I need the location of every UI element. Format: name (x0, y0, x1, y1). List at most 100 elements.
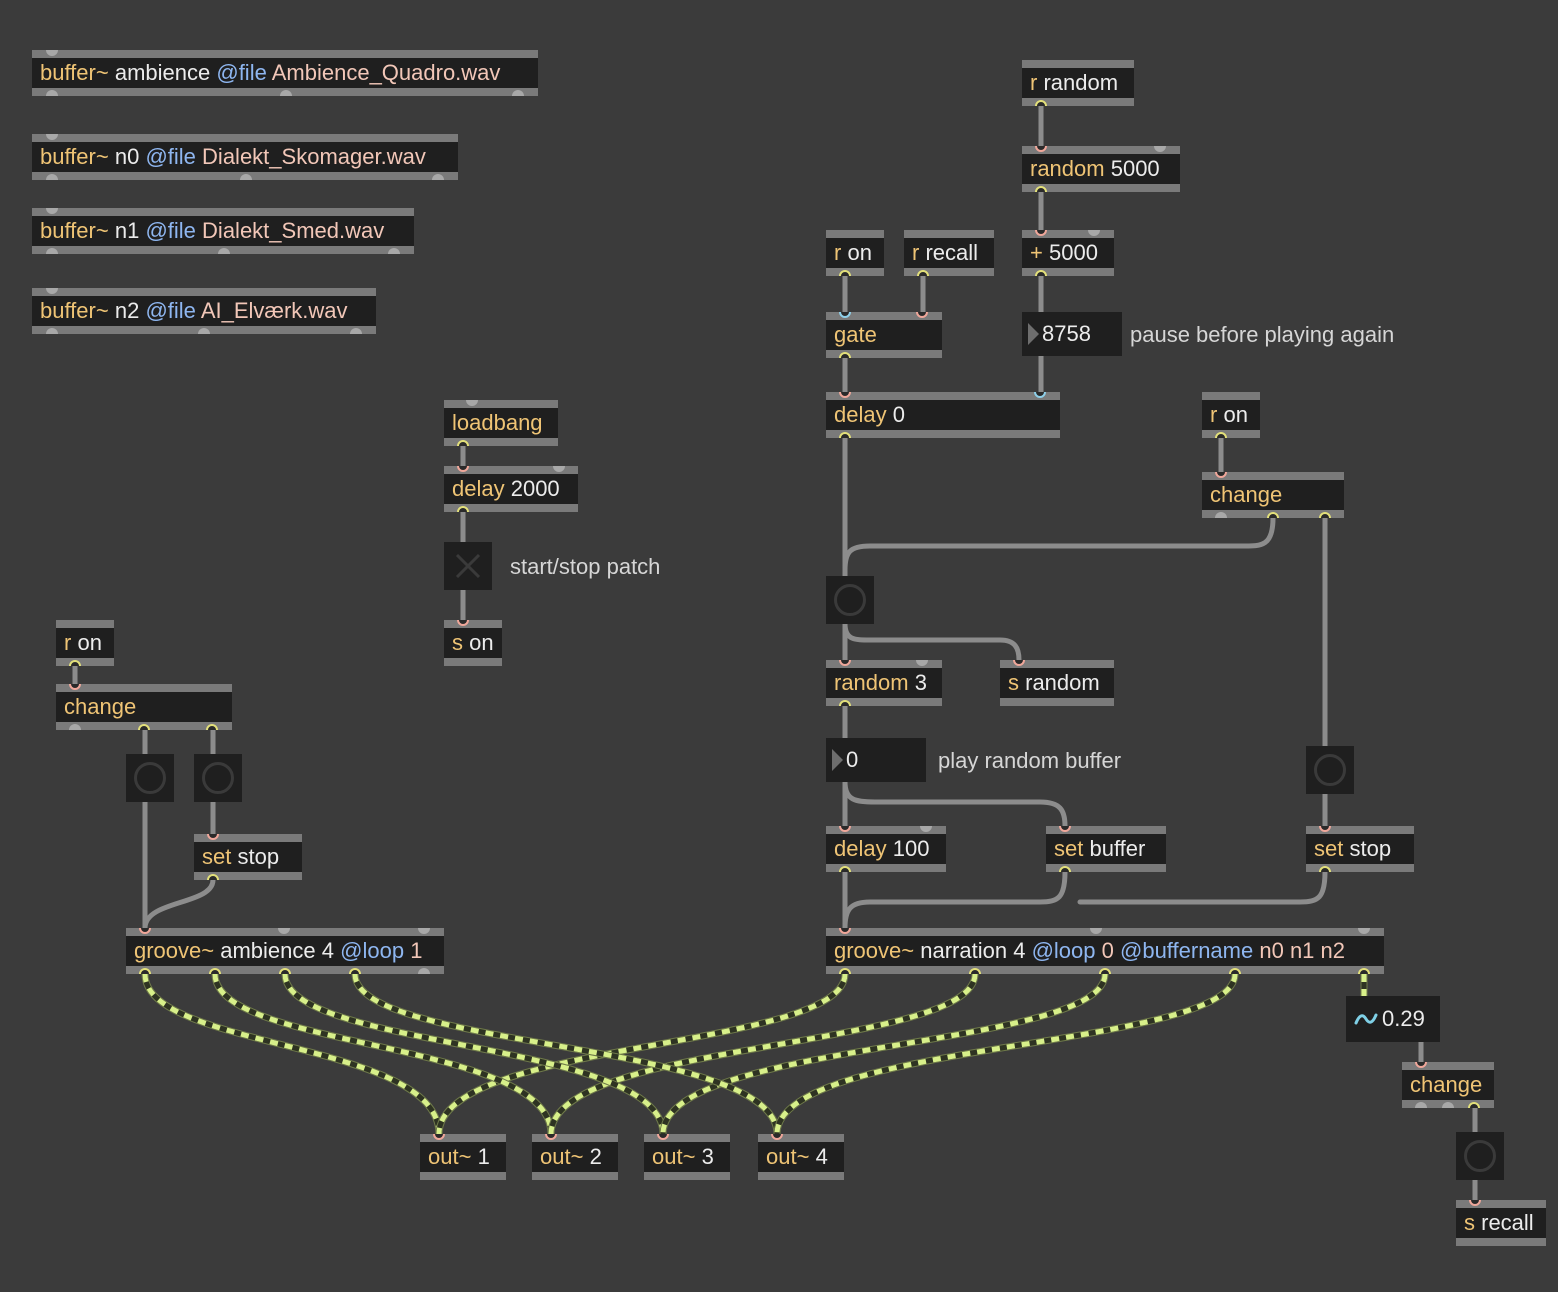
outlet[interactable] (46, 248, 58, 254)
delay-2000-object[interactable]: delay 2000 (444, 466, 578, 512)
inlet[interactable] (920, 826, 932, 832)
buffer-ambience-object[interactable]: buffer~ ambience @file Ambience_Quadro.w… (32, 50, 538, 96)
bang-button[interactable] (126, 754, 174, 802)
inlet[interactable] (771, 1134, 783, 1140)
inlet[interactable] (545, 1134, 557, 1140)
outlet[interactable] (206, 724, 218, 730)
bang-button[interactable] (194, 754, 242, 802)
out-2-object[interactable]: out~ 2 (532, 1134, 618, 1180)
outlet[interactable] (280, 90, 292, 96)
inlet[interactable] (1415, 1062, 1427, 1068)
inlet[interactable] (207, 834, 219, 840)
signal-outlet[interactable] (1358, 968, 1370, 974)
control-cord[interactable] (1077, 869, 1328, 905)
outlet[interactable] (1319, 866, 1331, 872)
random-3-object[interactable]: random 3 (826, 660, 942, 706)
signal-outlet[interactable] (839, 968, 851, 974)
receive-on-object[interactable]: r on (56, 620, 114, 666)
inlet[interactable] (46, 50, 58, 56)
groove-narration-object[interactable]: groove~ narration 4 @loop 0 @buffername … (826, 928, 1384, 974)
outlet[interactable] (69, 660, 81, 666)
inlet[interactable] (1090, 928, 1102, 934)
inlet[interactable] (1319, 826, 1331, 832)
inlet[interactable] (466, 400, 478, 406)
buffer-n2-object[interactable]: buffer~ n2 @file AI_Elværk.wav (32, 288, 376, 334)
outlet[interactable] (839, 700, 851, 706)
outlet[interactable] (138, 724, 150, 730)
outlet[interactable] (69, 724, 81, 730)
outlet[interactable] (457, 440, 469, 446)
signal-cord[interactable] (352, 973, 780, 1135)
inlet[interactable] (1215, 472, 1227, 478)
outlet[interactable] (1468, 1102, 1480, 1108)
outlet[interactable] (46, 328, 58, 334)
inlet[interactable] (46, 208, 58, 214)
control-cord[interactable] (842, 515, 1276, 573)
signal-outlet[interactable] (969, 968, 981, 974)
outlet[interactable] (839, 270, 851, 276)
outlet[interactable] (1035, 186, 1047, 192)
outlet[interactable] (388, 248, 400, 254)
outlet[interactable] (198, 328, 210, 334)
inlet[interactable] (839, 312, 851, 318)
signal-cord[interactable] (436, 973, 848, 1135)
out-1-object[interactable]: out~ 1 (420, 1134, 506, 1180)
inlet[interactable] (46, 288, 58, 294)
inlet[interactable] (1154, 146, 1166, 152)
inlet[interactable] (916, 312, 928, 318)
delay-100-object[interactable]: delay 100 (826, 826, 946, 872)
inlet[interactable] (46, 134, 58, 140)
inlet[interactable] (457, 620, 469, 626)
outlet[interactable] (1319, 512, 1331, 518)
change-object[interactable]: change (1202, 472, 1344, 518)
out-4-object[interactable]: out~ 4 (758, 1134, 844, 1180)
inlet[interactable] (1059, 826, 1071, 832)
change-object[interactable]: change (56, 684, 232, 730)
change-object[interactable]: change (1402, 1062, 1494, 1108)
receive-on-object[interactable]: r on (826, 230, 884, 276)
start-stop-toggle[interactable] (444, 542, 492, 590)
inlet[interactable] (418, 928, 430, 934)
outlet[interactable] (350, 328, 362, 334)
receive-recall-object[interactable]: r recall (904, 230, 994, 276)
receive-random-object[interactable]: r random (1022, 60, 1134, 106)
outlet[interactable] (1035, 270, 1047, 276)
signal-outlet[interactable] (279, 968, 291, 974)
bang-button[interactable] (826, 576, 874, 624)
receive-on-object[interactable]: r on (1202, 392, 1260, 438)
outlet[interactable] (1215, 512, 1227, 518)
signal-cord[interactable] (660, 973, 1108, 1135)
send-on-object[interactable]: s on (444, 620, 502, 666)
set-stop-message[interactable]: set stop (194, 834, 302, 880)
inlet[interactable] (657, 1134, 669, 1140)
inlet[interactable] (1013, 660, 1025, 666)
inlet[interactable] (433, 1134, 445, 1140)
inlet[interactable] (457, 466, 469, 472)
signal-outlet[interactable] (1099, 968, 1111, 974)
outlet[interactable] (1267, 512, 1279, 518)
random-5000-object[interactable]: random 5000 (1022, 146, 1180, 192)
outlet[interactable] (46, 90, 58, 96)
outlet[interactable] (1442, 1102, 1454, 1108)
buffer-n1-object[interactable]: buffer~ n1 @file Dialekt_Smed.wav (32, 208, 414, 254)
signal-outlet[interactable] (209, 968, 221, 974)
outlet[interactable] (917, 270, 929, 276)
inlet[interactable] (278, 928, 290, 934)
groove-ambience-object[interactable]: groove~ ambience 4 @loop 1 (126, 928, 444, 974)
send-recall-object[interactable]: s recall (1456, 1200, 1546, 1246)
inlet[interactable] (916, 660, 928, 666)
signal-outlet[interactable] (349, 968, 361, 974)
buffer-index-number-box[interactable]: 0 (826, 738, 926, 782)
inlet[interactable] (1034, 392, 1046, 398)
outlet[interactable] (418, 968, 430, 974)
outlet[interactable] (512, 90, 524, 96)
bang-button[interactable] (1306, 746, 1354, 794)
signal-cord[interactable] (282, 973, 666, 1135)
outlet[interactable] (218, 248, 230, 254)
outlet[interactable] (1215, 432, 1227, 438)
inlet[interactable] (839, 826, 851, 832)
outlet[interactable] (839, 432, 851, 438)
inlet[interactable] (839, 928, 851, 934)
signal-outlet[interactable] (1229, 968, 1241, 974)
outlet[interactable] (1035, 100, 1047, 106)
